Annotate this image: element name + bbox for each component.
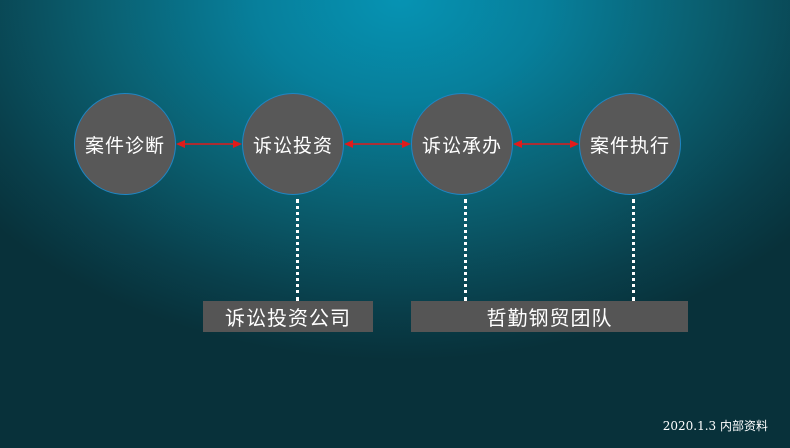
step-case-diagnosis-node: 案件诊断	[74, 93, 176, 195]
double-arrow-connector-3	[513, 139, 579, 149]
double-arrow-connector-1	[176, 139, 242, 149]
footer-note: 2020.1.3 内部资料	[662, 419, 768, 433]
step-litigation-investment-node: 诉讼投资	[242, 93, 344, 195]
dotted-line-execution	[632, 199, 635, 301]
step-label: 案件执行	[589, 134, 670, 157]
step-case-execution-node: 案件执行	[579, 93, 681, 195]
investment-company-label: 诉讼投资公司	[225, 306, 351, 330]
double-arrow-connector-2	[344, 139, 411, 149]
step-label: 诉讼承办	[421, 134, 502, 157]
team-label: 哲勤钢贸团队	[486, 306, 613, 330]
dotted-line-investment	[296, 199, 299, 301]
dotted-line-handling	[464, 199, 467, 301]
step-litigation-handling-node: 诉讼承办	[411, 93, 513, 195]
step-label: 诉讼投资	[252, 134, 333, 157]
step-label: 案件诊断	[84, 134, 165, 157]
investment-company-bar: 诉讼投资公司	[203, 301, 373, 332]
team-bar: 哲勤钢贸团队	[411, 301, 688, 332]
